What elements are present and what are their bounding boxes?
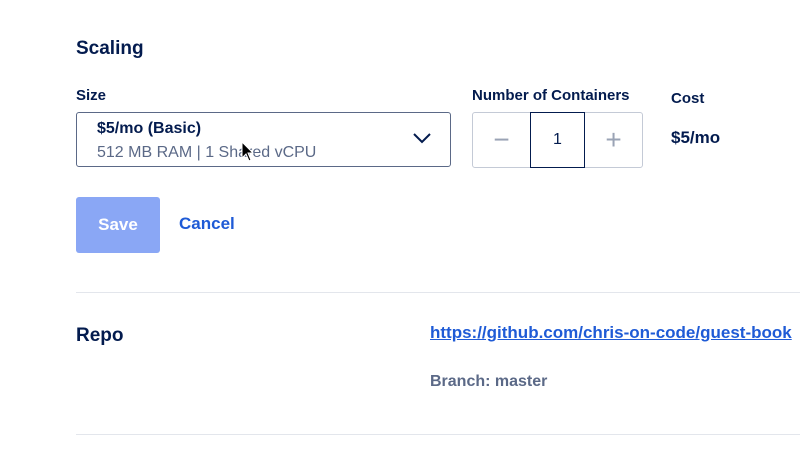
size-specs-text: 512 MB RAM | 1 Shared vCPU	[97, 144, 317, 161]
size-select[interactable]: $5/mo (Basic) 512 MB RAM | 1 Shared vCPU	[76, 112, 451, 167]
scaling-title: Scaling	[76, 38, 144, 59]
cursor-icon	[241, 141, 255, 162]
section-divider	[76, 292, 800, 293]
chevron-down-icon	[413, 133, 431, 144]
containers-stepper: − 1 +	[472, 112, 643, 168]
branch-text: Branch: master	[430, 373, 548, 390]
cancel-button[interactable]: Cancel	[179, 214, 235, 233]
cost-value: $5/mo	[671, 128, 721, 147]
decrement-button[interactable]: −	[493, 124, 510, 155]
repo-url-link[interactable]: https://github.com/chris-on-code/guest-b…	[430, 323, 792, 342]
containers-input[interactable]: 1	[530, 112, 585, 168]
containers-label: Number of Containers	[472, 87, 630, 104]
increment-button[interactable]: +	[605, 124, 622, 155]
cost-label: Cost	[671, 90, 705, 107]
size-label: Size	[76, 87, 107, 104]
save-button[interactable]: Save	[76, 197, 160, 253]
repo-label: Repo	[76, 325, 124, 346]
section-divider-bottom	[76, 434, 800, 435]
size-plan-text: $5/mo (Basic)	[97, 120, 202, 137]
